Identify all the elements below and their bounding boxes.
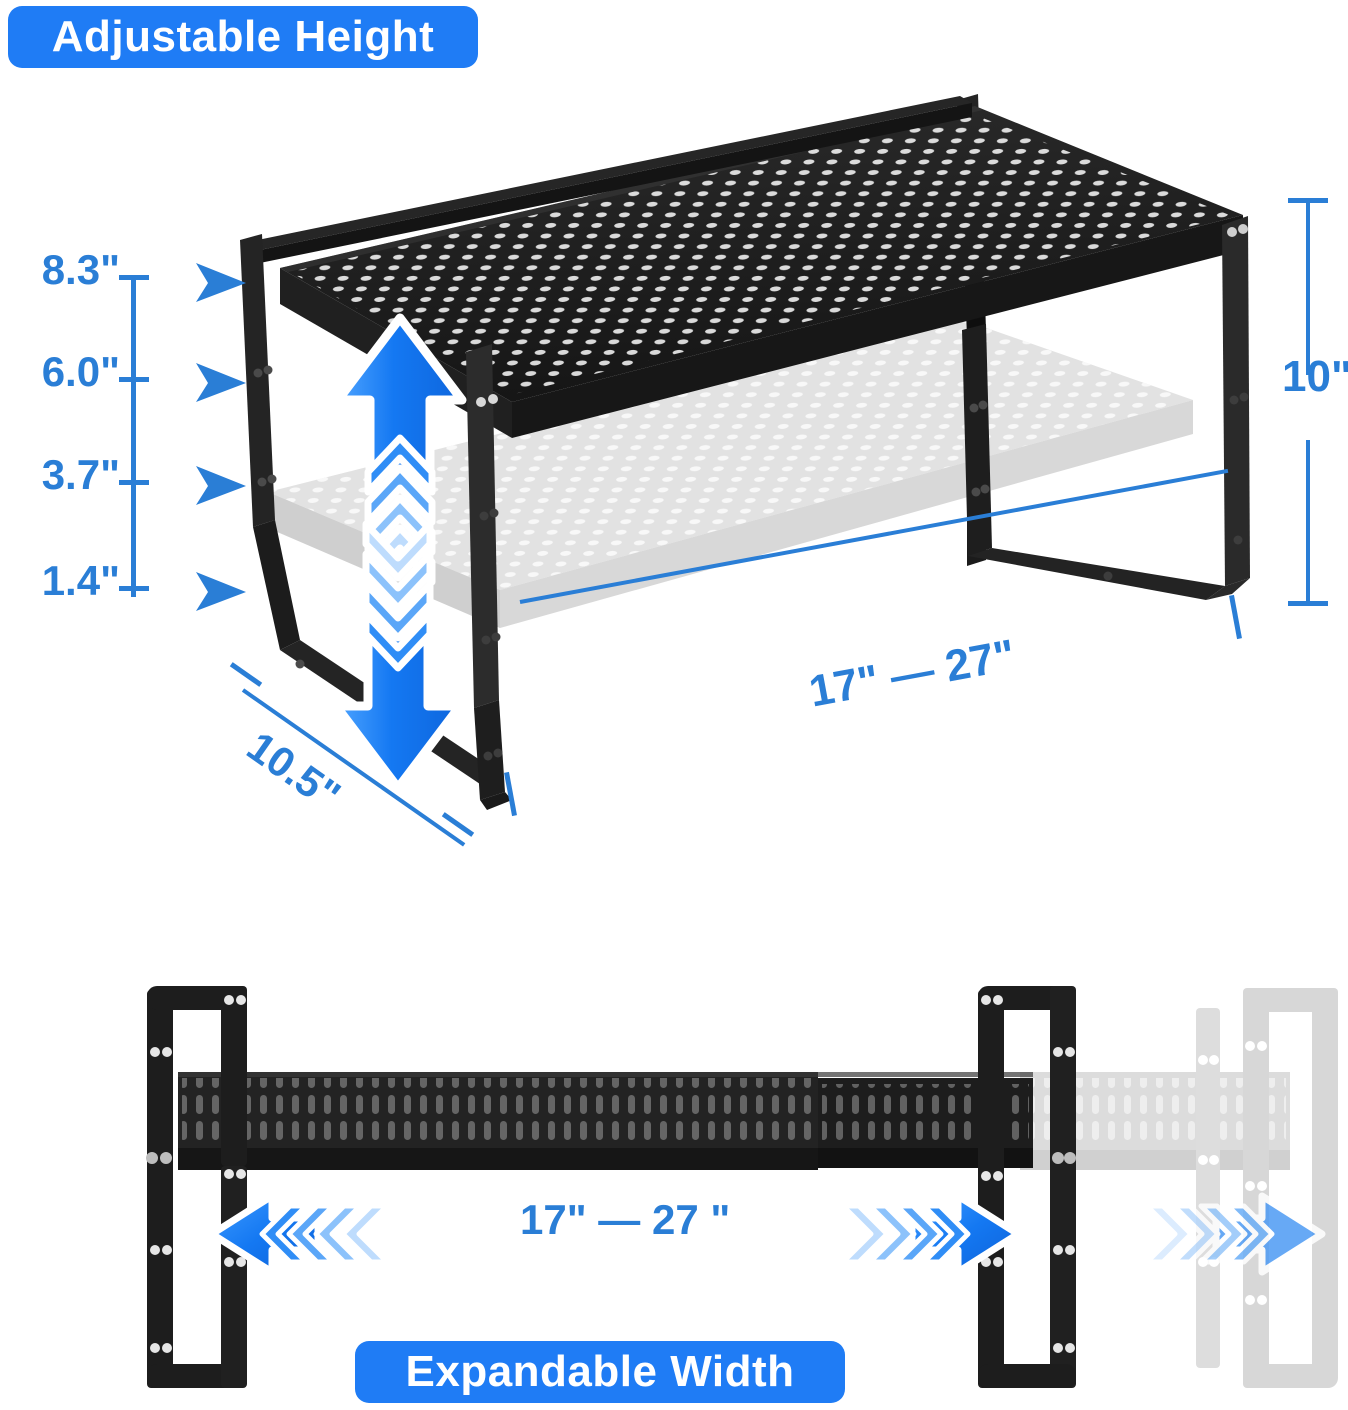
adjustable-height-badge: Adjustable Height [8,6,478,68]
scale-marker-arrows [196,263,246,611]
rack-right-frame [962,216,1250,600]
total-height-label: 10" [1282,352,1348,401]
ghost-extended-frame [1020,988,1338,1388]
rack-front-foot [480,792,512,810]
height-stop-label-3: 3.7" [41,451,120,498]
left-arrow-icon [212,1196,387,1272]
rack-rear-rail [243,96,972,264]
bottom-rack-right-frame [978,986,1076,1388]
height-scale-tick [119,586,149,591]
total-height-line-bottom [1306,440,1310,605]
height-stop-label-4: 1.4" [41,557,120,604]
height-scale-tick [119,275,149,280]
total-height-cap-bottom [1288,601,1328,606]
height-scale-tick [119,377,149,382]
height-scale-tick [119,480,149,485]
total-height-line-top [1306,200,1310,375]
height-stop-label-1: 8.3" [41,246,120,293]
right-arrow-icon [843,1196,1018,1272]
height-stop-label-2: 6.0" [41,348,120,395]
down-arrow-icon [336,524,460,788]
expandable-width-badge: Expandable Width [355,1341,845,1403]
bottom-rack-left-frame [146,986,247,1388]
ghost-right-arrow-icon [1147,1196,1322,1272]
bottom-rack-shelf [178,1072,1033,1170]
expandable-width-label: 17" — 27 " [520,1196,731,1243]
height-scale-axis [131,275,136,597]
